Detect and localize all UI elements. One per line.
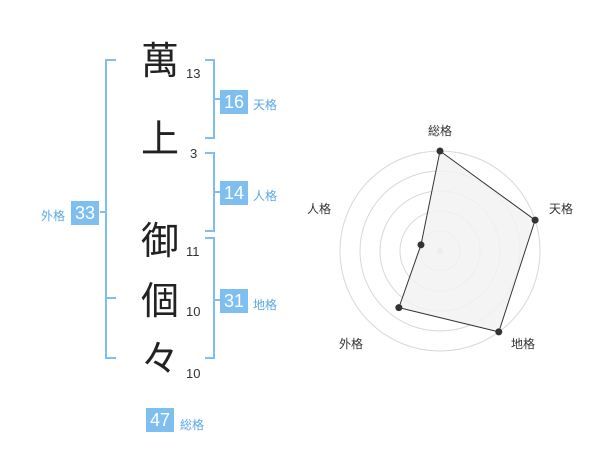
radar-label-jinkaku: 人格 — [307, 202, 332, 216]
name-char-3: 御 — [141, 219, 180, 263]
radar-label-tenkaku: 天格 — [549, 202, 574, 216]
radar-point-5 — [417, 241, 425, 249]
stroke-count-4: 10 — [186, 304, 201, 319]
stroke-count-5: 10 — [186, 366, 201, 381]
radar-point-2 — [531, 216, 539, 224]
tenkaku-label: 天格 — [253, 98, 278, 112]
radar-label-soukaku: 総格 — [428, 124, 453, 138]
stroke-count-3: 11 — [186, 244, 200, 259]
stroke-count-2: 3 — [190, 146, 198, 161]
radar-point-4 — [395, 304, 403, 312]
tenkaku-value: 16 — [220, 90, 248, 114]
soukaku-label: 総格 — [180, 418, 205, 432]
chikaku-label: 地格 — [253, 298, 278, 312]
radar-point-3 — [495, 328, 503, 336]
stroke-count-1: 13 — [186, 66, 201, 81]
radar-label-chikaku: 地格 — [511, 337, 536, 351]
chikaku-value: 31 — [220, 289, 248, 313]
name-char-4: 個 — [141, 279, 180, 323]
name-char-2: 上 — [141, 117, 180, 161]
name-char-5: 々 — [141, 337, 180, 381]
gaikaku-value: 33 — [71, 201, 99, 225]
radar-label-gaikaku: 外格 — [339, 337, 364, 351]
gaikaku-label: 外格 — [41, 209, 66, 223]
soukaku-value: 47 — [146, 408, 174, 432]
jinkaku-label: 人格 — [253, 189, 278, 203]
radar-point-1 — [436, 147, 444, 155]
jinkaku-value: 14 — [220, 181, 248, 205]
name-char-1: 萬 — [141, 39, 180, 83]
radar-series-area — [398, 150, 536, 333]
